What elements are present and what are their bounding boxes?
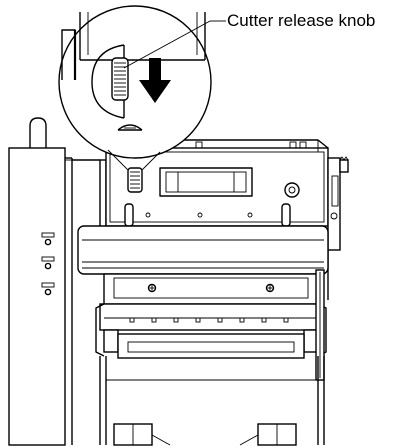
base-section xyxy=(99,356,325,446)
head-back-plate xyxy=(105,139,329,227)
indicator-lamp-1 xyxy=(44,238,52,246)
magnified-knob-icon xyxy=(111,57,129,101)
down-arrow-icon xyxy=(139,58,171,103)
cutter-release-knob-label: Cutter release knob xyxy=(227,11,376,30)
antenna-post xyxy=(29,117,47,148)
left-side-panel xyxy=(8,147,73,446)
left-frame-rod xyxy=(72,159,107,231)
indicator-lamp-2 xyxy=(44,262,52,270)
magnifier xyxy=(58,5,212,171)
middle-housing xyxy=(77,225,329,275)
indicator-lamp-3 xyxy=(44,288,52,296)
lower-assembly xyxy=(95,269,327,381)
cutter-release-knob xyxy=(127,167,143,193)
callout-leader-line xyxy=(123,20,226,69)
right-gear-assembly xyxy=(327,156,349,300)
